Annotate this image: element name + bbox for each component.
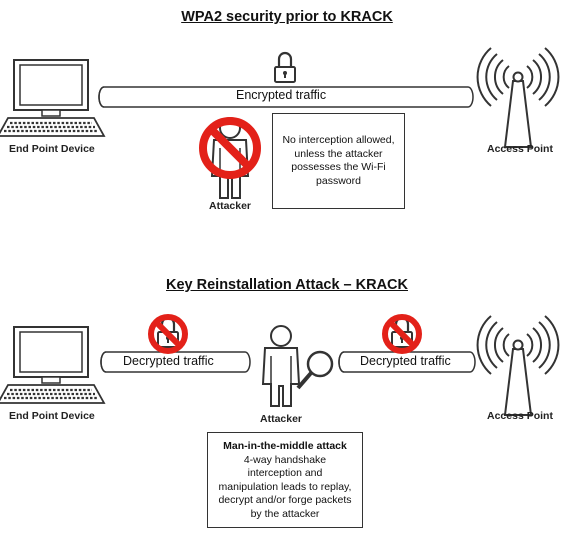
antenna-tower-icon — [476, 315, 560, 416]
prohibited-icon — [148, 314, 188, 354]
note-line: password — [316, 174, 361, 187]
end-point-device-label: End Point Device — [9, 143, 95, 155]
computer-icon — [0, 58, 106, 138]
bottom-section-title: Key Reinstallation Attack – KRACK — [166, 277, 408, 293]
prohibited-icon — [199, 117, 261, 179]
mitm-attack-note: Man-in-the-middle attack 4-way handshake… — [207, 432, 363, 528]
top-section-title: WPA2 security prior to KRACK — [181, 9, 393, 25]
no-interception-note: No interception allowed, unless the atta… — [272, 113, 405, 209]
access-point-label: Access Point — [487, 410, 553, 422]
note-line: No interception allowed, — [282, 134, 395, 146]
note-line: possesses the Wi-Fi — [291, 161, 386, 173]
prohibited-icon — [382, 314, 422, 354]
note-line: interception and — [247, 467, 323, 479]
note-line: unless the attacker — [294, 147, 383, 160]
computer-icon — [0, 325, 106, 405]
encrypted-traffic-label: Encrypted traffic — [236, 88, 327, 102]
padlock-icon — [273, 51, 297, 84]
antenna-tower-icon — [476, 47, 560, 148]
attacker-label: Attacker — [260, 413, 303, 425]
note-line: 4-way handshake — [243, 453, 327, 466]
person-icon — [262, 325, 300, 407]
right-decrypted-traffic-label: Decrypted traffic — [360, 354, 451, 368]
left-decrypted-traffic-label: Decrypted traffic — [123, 354, 214, 368]
magnifier-icon — [296, 350, 334, 390]
note-title: Man-in-the-middle attack — [223, 440, 347, 452]
end-point-device-label: End Point Device — [9, 410, 95, 422]
attacker-label: Attacker — [209, 200, 252, 212]
note-line: decrypt and/or forge packets — [218, 494, 352, 506]
access-point-label: Access Point — [487, 143, 553, 155]
note-line: manipulation leads to replay, — [218, 480, 352, 493]
note-line: by the attacker — [250, 507, 320, 520]
